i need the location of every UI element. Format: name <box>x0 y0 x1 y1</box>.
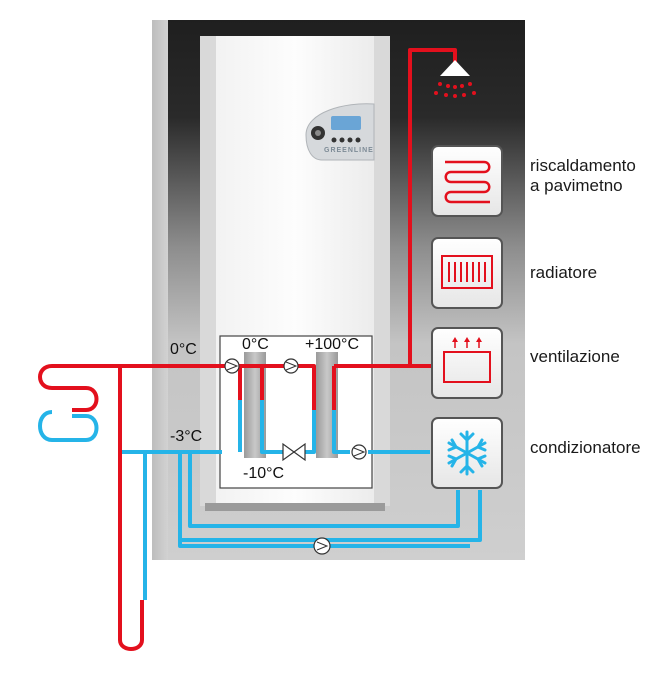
control-display <box>331 116 361 130</box>
emitter-box-floor-heating <box>431 145 503 217</box>
radiator-icon <box>441 255 493 289</box>
cabinet-side-strip <box>152 20 168 560</box>
emitter-label-ventilation: ventilazione <box>530 347 620 366</box>
loop-return-temperature: -3°C <box>170 428 203 445</box>
loop-supply-temperature: 0°C <box>170 341 197 358</box>
condenser-top-temperature: +100°C <box>305 336 359 353</box>
snowflake-icon <box>447 430 487 476</box>
emitter-label-line1: riscaldamento <box>530 156 636 175</box>
shower-icon <box>434 60 476 98</box>
pump-icon <box>351 444 367 460</box>
emitter-label-floor-heating: riscaldamento a pavimetno <box>530 156 636 196</box>
brand-logo: GREENLINE <box>324 147 374 154</box>
floor-heating-icon <box>444 160 491 204</box>
emitter-label-radiator: radiatore <box>530 263 598 282</box>
emitter-box-ventilation <box>431 327 503 399</box>
hot-pipes <box>38 48 457 651</box>
evaporator-top-temperature: 0°C <box>242 336 269 353</box>
emitter-box-radiator <box>431 237 503 309</box>
evaporator-bottom-temperature: -10°C <box>243 465 285 482</box>
emitter-label-air-conditioner: condizionatore <box>530 438 641 457</box>
pump-icon <box>313 537 331 555</box>
cold-pipes <box>38 400 482 600</box>
expansion-valve-icon <box>282 442 306 462</box>
ventilation-icon <box>443 337 491 383</box>
unit-base <box>205 503 385 511</box>
pump-icon <box>283 358 299 374</box>
control-panel <box>305 103 375 161</box>
pump-icon <box>224 358 240 374</box>
emitter-box-air-conditioner <box>431 417 503 489</box>
emitter-label-line2: a pavimetno <box>530 176 623 195</box>
